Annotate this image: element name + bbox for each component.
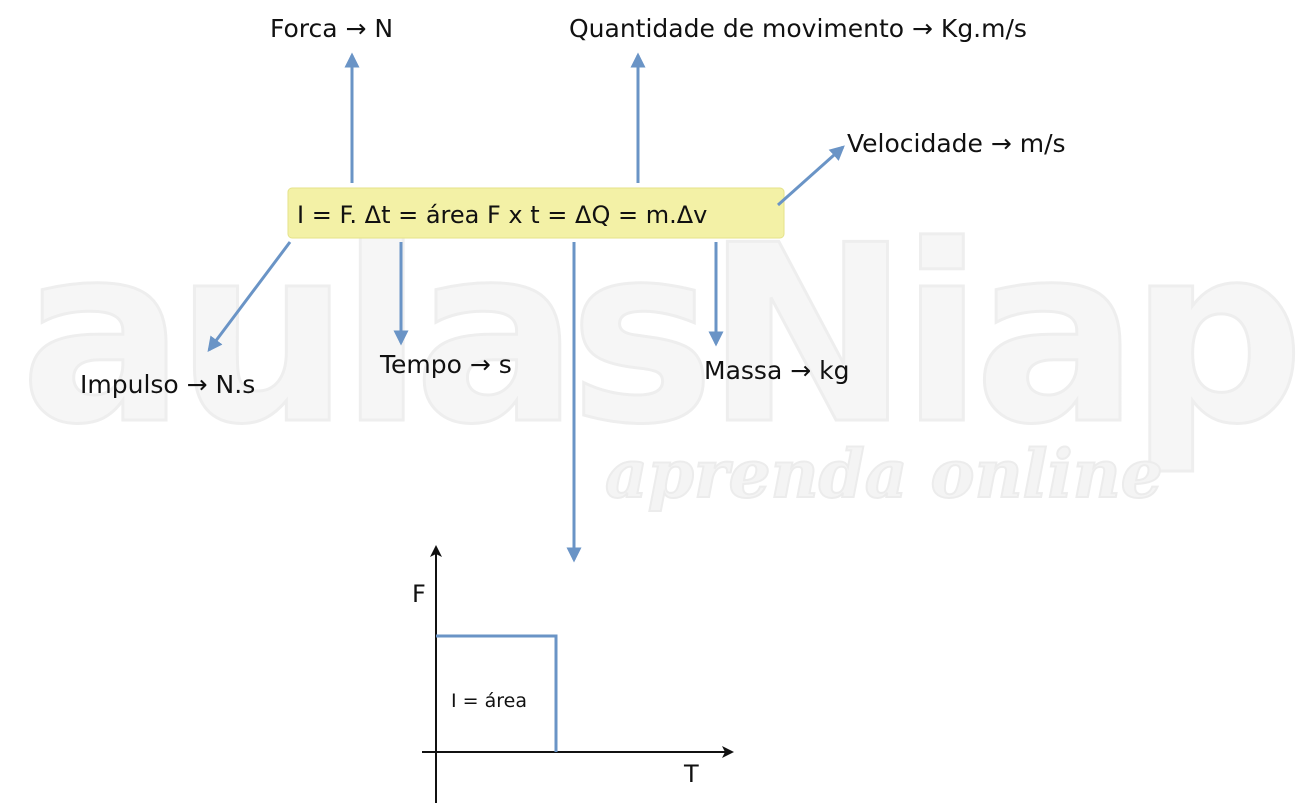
label-forca: Forca → N <box>270 14 393 43</box>
force-time-graph: F T I = área <box>412 545 734 803</box>
label-impulso: Impulso → N.s <box>80 370 255 399</box>
watermark-tagline: aprenda online <box>605 435 1163 513</box>
label-quantidade: Quantidade de movimento → Kg.m/s <box>569 14 1027 43</box>
label-velocidade: Velocidade → m/s <box>847 129 1066 158</box>
label-massa: Massa → kg <box>704 356 849 385</box>
formula-text: I = F. Δt = área F x t = ΔQ = m.Δv <box>297 201 707 229</box>
watermark: aulasNiap aprenda online <box>19 192 1307 515</box>
y-axis-label: F <box>412 580 426 608</box>
arrow-to-velocidade <box>777 145 845 207</box>
watermark-brand: aulasNiap <box>20 193 1295 478</box>
area-label: I = área <box>451 690 527 712</box>
label-tempo: Tempo → s <box>379 350 512 379</box>
x-axis-label: T <box>683 760 699 788</box>
formula-highlight <box>287 187 785 239</box>
force-pulse <box>436 634 558 752</box>
arrow-to-impulso <box>207 241 292 352</box>
